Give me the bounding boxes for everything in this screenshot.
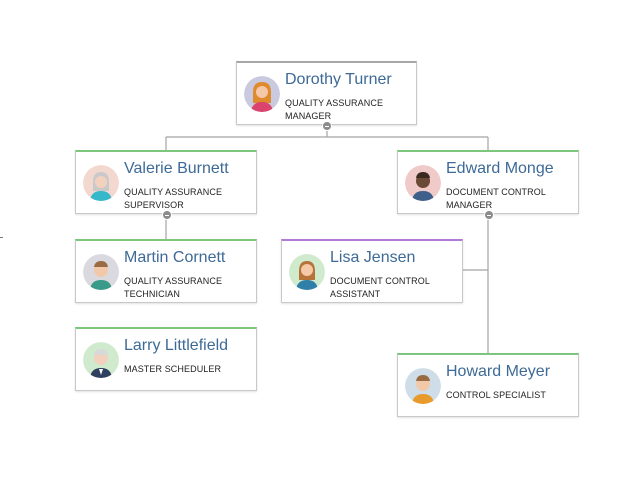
org-node-howard-meyer[interactable]: Howard Meyer CONTROL SPECIALIST — [397, 353, 579, 417]
female-avatar-icon — [244, 76, 280, 112]
female-avatar-icon — [83, 165, 119, 201]
male-avatar-icon — [405, 368, 441, 404]
connector-edward-to-reports — [463, 213, 489, 354]
person-name: Howard Meyer — [446, 363, 551, 380]
org-node-edward-monge[interactable]: Edward Monge DOCUMENT CONTROL MANAGER — [397, 150, 579, 220]
person-title: QUALITY ASSURANCE SUPERVISOR — [124, 187, 223, 210]
person-name: Dorothy Turner — [285, 71, 392, 88]
org-node-dorothy-turner[interactable]: Dorothy Turner QUALITY ASSURANCE MANAGER — [236, 61, 417, 131]
person-title: QUALITY ASSURANCE TECHNICIAN — [124, 276, 223, 299]
connector-lines — [165, 125, 489, 354]
person-title: MASTER SCHEDULER — [124, 364, 222, 374]
person-title: DOCUMENT CONTROL ASSISTANT — [330, 276, 430, 299]
person-name: Valerie Burnett — [124, 160, 229, 177]
person-title: DOCUMENT CONTROL MANAGER — [446, 187, 546, 210]
person-name: Edward Monge — [446, 160, 554, 177]
person-name: Larry Littlefield — [124, 337, 229, 354]
connector-root-to-managers — [165, 125, 489, 151]
female-avatar-icon — [289, 254, 325, 290]
person-name: Martin Cornett — [124, 249, 226, 266]
person-name: Lisa Jensen — [330, 249, 416, 266]
male-avatar-icon — [83, 254, 119, 290]
org-node-martin-cornett[interactable]: Martin Cornett QUALITY ASSURANCE TECHNIC… — [75, 239, 257, 303]
collapse-toggle-button[interactable] — [322, 121, 332, 131]
male-avatar-icon — [83, 342, 119, 378]
org-node-larry-littlefield[interactable]: Larry Littlefield MASTER SCHEDULER — [75, 327, 257, 391]
org-node-lisa-jensen[interactable]: Lisa Jensen DOCUMENT CONTROL ASSISTANT — [281, 239, 463, 303]
edge-tick-mark — [0, 237, 3, 238]
collapse-toggle-button[interactable] — [162, 210, 172, 220]
person-title: CONTROL SPECIALIST — [446, 390, 546, 400]
male-avatar-icon — [405, 165, 441, 201]
org-node-valerie-burnett[interactable]: Valerie Burnett QUALITY ASSURANCE SUPERV… — [75, 150, 257, 220]
collapse-toggle-button[interactable] — [484, 210, 494, 220]
person-title: QUALITY ASSURANCE MANAGER — [285, 98, 384, 121]
